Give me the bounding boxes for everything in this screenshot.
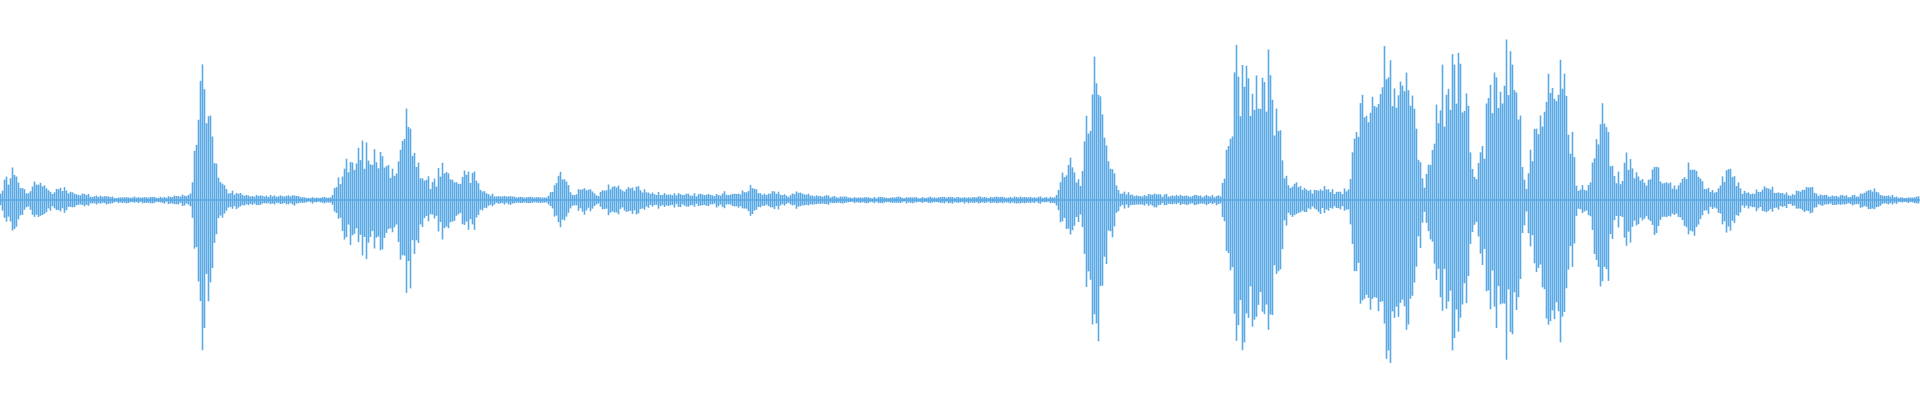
waveform-samples	[0, 39, 1920, 363]
